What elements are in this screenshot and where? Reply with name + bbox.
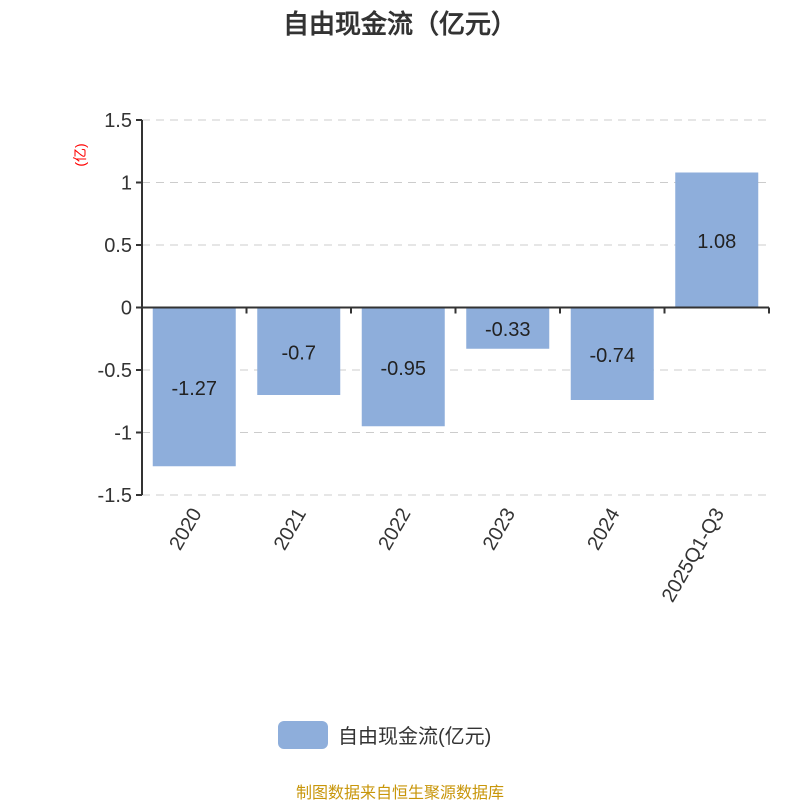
data-label: -0.74 xyxy=(589,345,635,367)
y-tick-label: -1.5 xyxy=(98,485,132,507)
x-tick-label: 2021 xyxy=(270,505,311,555)
x-tick-label: 2022 xyxy=(374,505,415,555)
y-tick-label: -1 xyxy=(114,423,132,445)
y-tick-label: -0.5 xyxy=(98,360,132,382)
y-tick-label: 0 xyxy=(121,298,132,320)
data-label: -1.27 xyxy=(171,378,217,400)
bar[interactable] xyxy=(466,307,550,349)
x-tick-label: 2020 xyxy=(165,505,206,555)
bar[interactable] xyxy=(361,307,445,427)
data-label: -0.95 xyxy=(380,358,426,380)
bar[interactable] xyxy=(257,307,341,396)
data-label: -0.7 xyxy=(282,342,316,364)
bar[interactable] xyxy=(675,172,759,308)
y-tick-label: 1 xyxy=(121,173,132,195)
legend-label: 自由现金流(亿元) xyxy=(338,726,492,748)
x-tick-label: 2024 xyxy=(583,505,624,555)
data-label: -0.33 xyxy=(485,319,531,341)
y-axis-label: (亿) xyxy=(72,143,88,166)
x-tick-label: 2025Q1-Q3 xyxy=(658,505,729,607)
legend[interactable]: 自由现金流(亿元) xyxy=(278,720,491,749)
bar[interactable] xyxy=(152,307,236,467)
chart-title: 自由现金流（亿元） xyxy=(282,9,517,39)
data-label: 1.08 xyxy=(697,231,736,253)
bar[interactable] xyxy=(570,307,654,401)
x-tick-label: 2023 xyxy=(479,505,520,555)
legend-swatch xyxy=(278,720,328,749)
source-note: 制图数据来自恒生聚源数据库 xyxy=(295,785,504,800)
y-tick-label: 0.5 xyxy=(104,235,132,257)
y-tick-label: 1.5 xyxy=(104,110,132,132)
